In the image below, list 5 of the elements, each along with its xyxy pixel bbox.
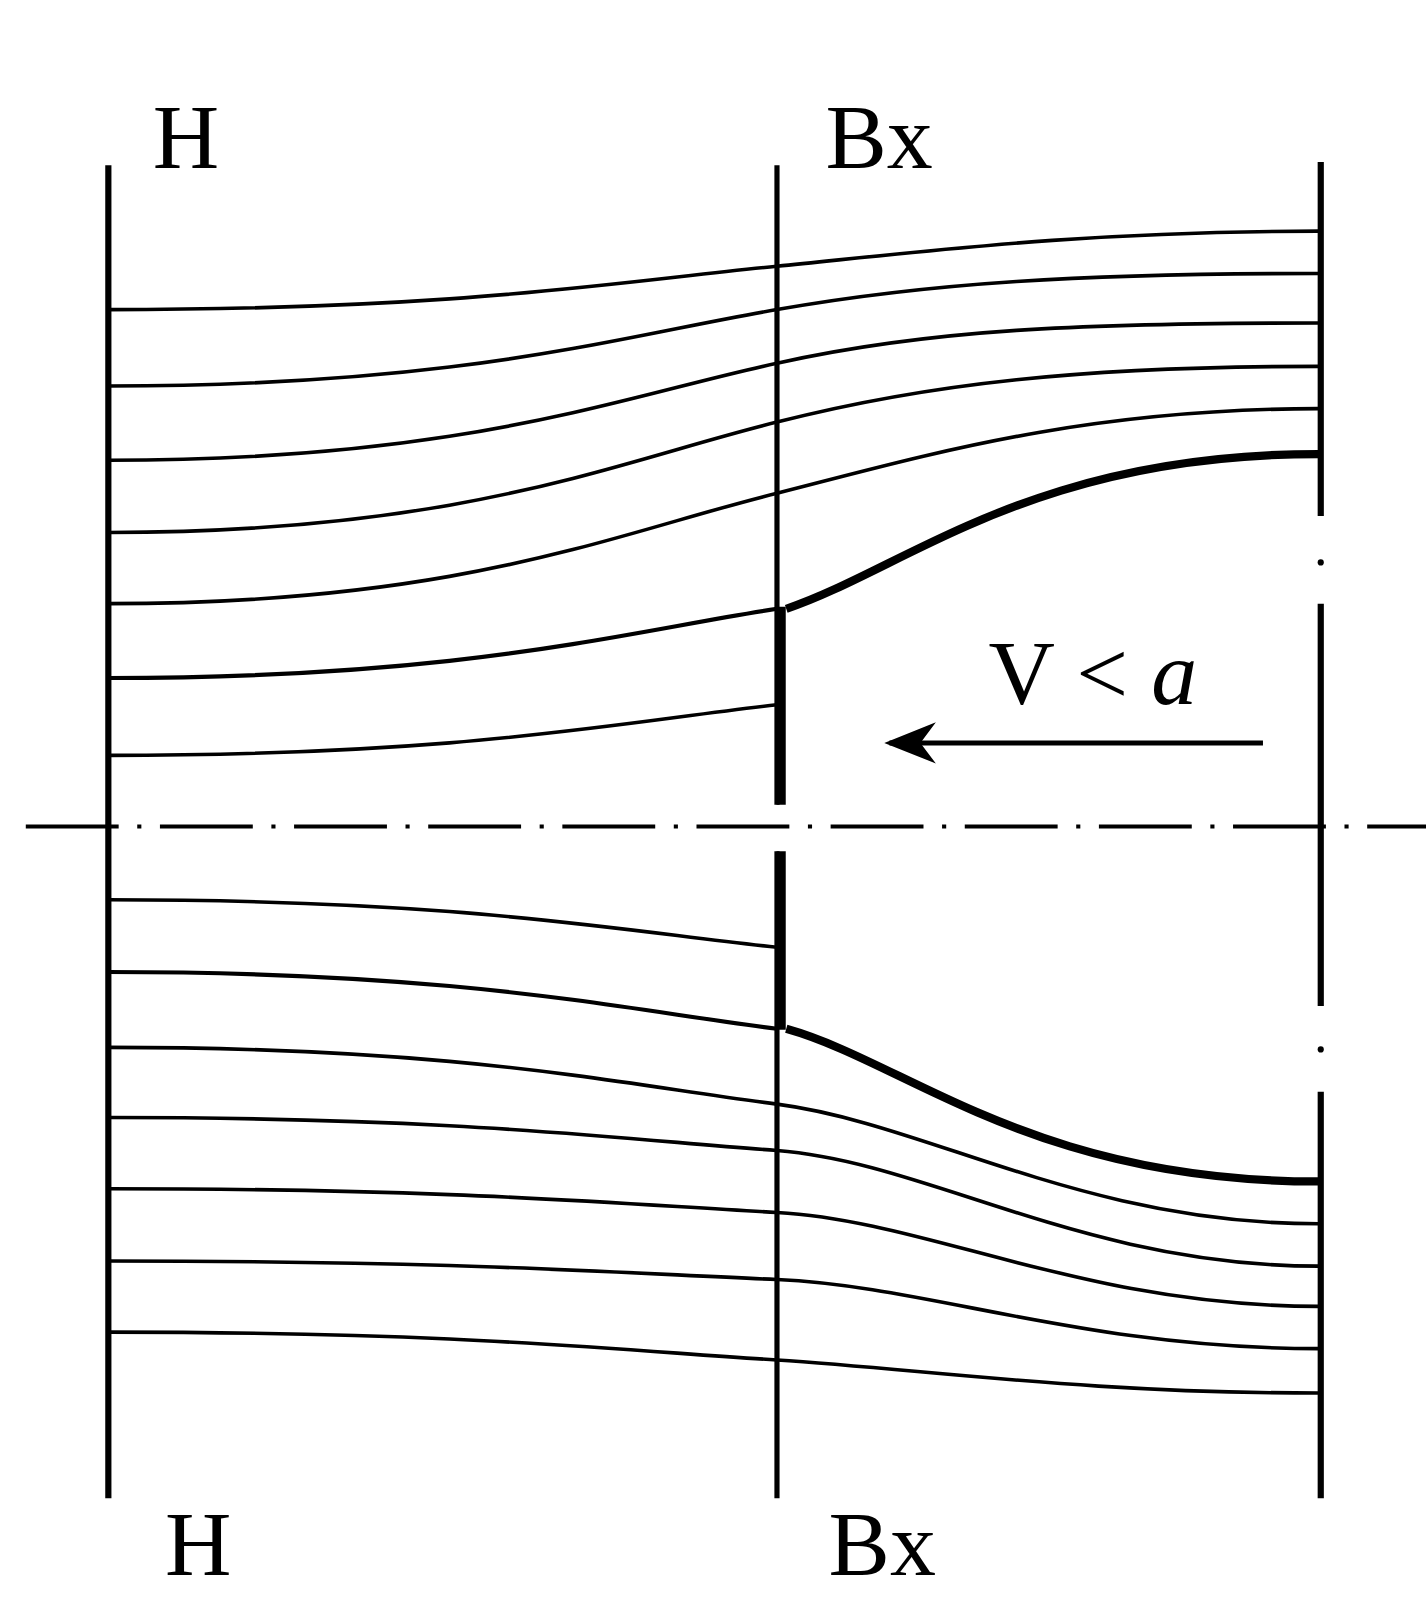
section-label: H (165, 1498, 232, 1591)
section-label: H (152, 90, 220, 183)
section-label: Bx (825, 90, 933, 183)
section-label: Bx (828, 1498, 936, 1591)
flow-condition-label: V < a (988, 627, 1198, 720)
